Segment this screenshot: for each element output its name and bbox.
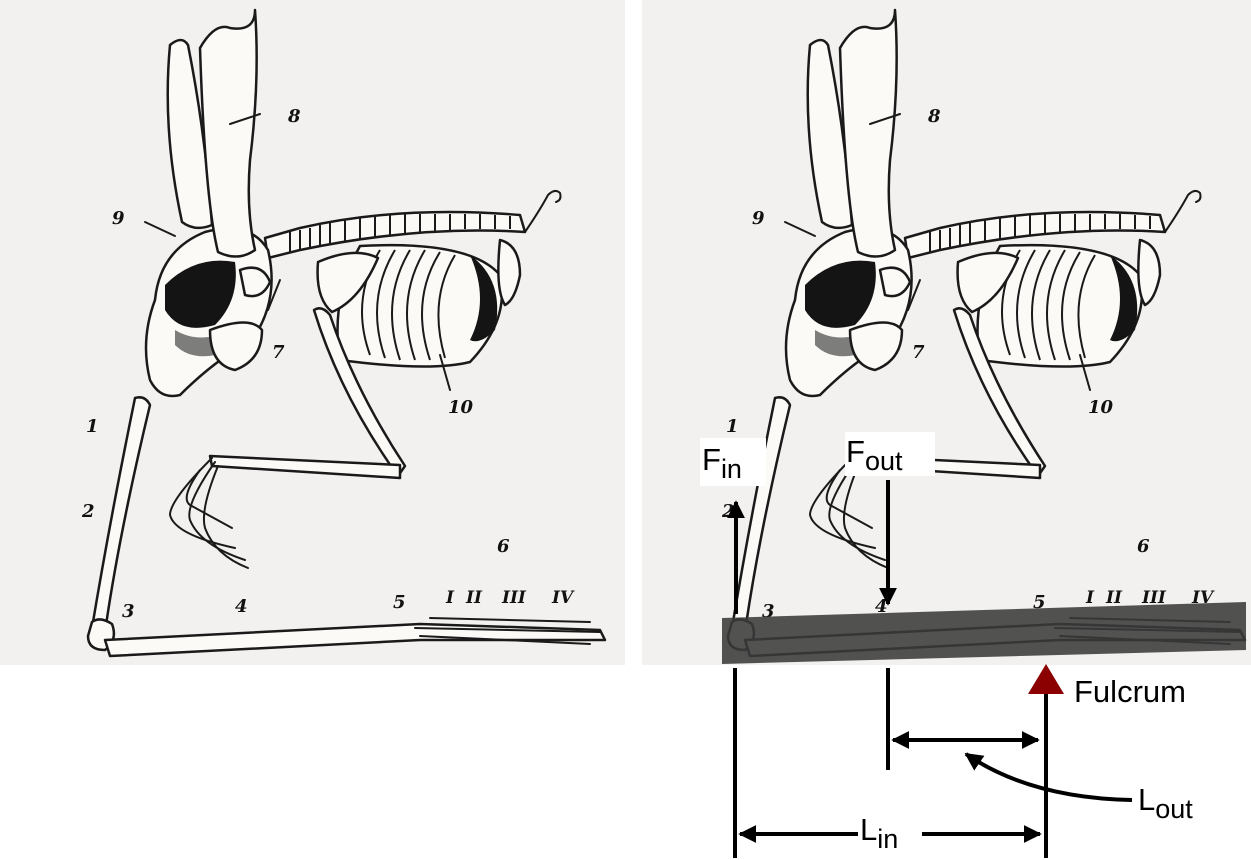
f-out-label-base: F [846,434,865,469]
fulcrum-triangle [1028,664,1064,694]
label-4-left: 4 [235,596,248,617]
left-panel-background [0,0,625,665]
label-7-right: 7 [912,342,925,363]
l-out-pointer-arrow [966,754,1132,800]
l-out-label-sub: out [1155,794,1193,824]
digit-I-left: I [445,588,455,608]
label-2-right: 2 [721,501,735,522]
label-9-right: 9 [752,208,765,229]
digit-III-left: III [501,588,527,608]
label-5-left: 5 [393,592,406,613]
label-8-left: 8 [287,106,301,127]
l-in-label-sub: in [877,824,898,854]
digit-II-left: II [465,588,483,608]
fulcrum-label: Fulcrum [1074,674,1186,709]
label-8-right: 8 [927,106,941,127]
l-in-label-base: L [860,812,877,847]
label-1-left: 1 [86,416,99,437]
l-out-label-base: L [1138,782,1155,817]
label-10-right: 10 [1088,397,1114,418]
right-panel-background [642,0,1251,665]
label-1-right: 1 [726,416,739,437]
label-6-left: 6 [497,536,510,557]
digit-II-right: II [1105,588,1123,608]
f-in-label-base: F [702,442,721,477]
f-in-label-sub: in [721,454,742,484]
label-9-left: 9 [112,208,125,229]
label-10-left: 10 [448,397,474,418]
l-out-label: Lout [1138,782,1193,824]
label-2-left: 2 [81,501,95,522]
digit-IV-left: IV [551,588,575,608]
label-6-right: 6 [1137,536,1150,557]
label-7-left: 7 [272,342,285,363]
f-out-label-sub: out [865,446,903,476]
l-in-label: Lin [860,812,898,854]
digit-I-right: I [1085,588,1095,608]
label-3-left: 3 [122,601,135,622]
